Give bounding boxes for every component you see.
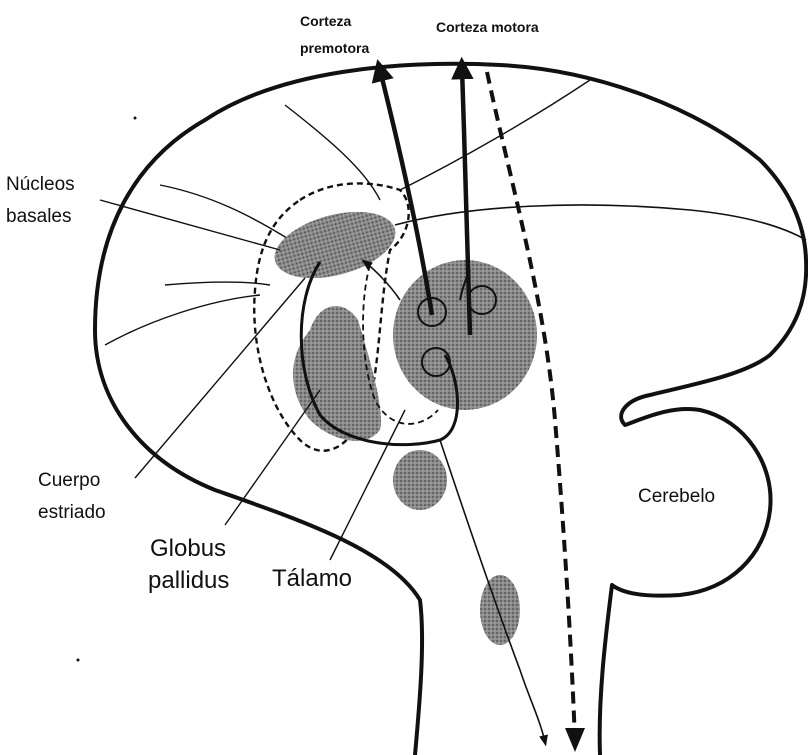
label-nucleos-basales-line1: Núcleos <box>6 174 75 195</box>
label-globus-pallidus-line2: pallidus <box>148 567 229 594</box>
brain-outline <box>95 64 806 755</box>
scan-speck-2 <box>77 659 80 662</box>
nucleos-leader-line <box>100 200 280 250</box>
label-corteza-premotora-line1: Corteza <box>300 13 352 29</box>
label-corteza-premotora-line2: premotora <box>300 40 369 56</box>
premotor-projection-arrow <box>380 70 432 315</box>
label-globus-pallidus-line1: Globus <box>150 535 226 562</box>
subthalamic-nucleus <box>393 450 447 510</box>
label-nucleos-basales-line2: basales <box>6 206 72 227</box>
label-cuerpo-estriado-line2: estriado <box>38 502 106 523</box>
corticospinal-arrowhead <box>565 728 585 752</box>
upper-arc-line <box>400 80 590 190</box>
caudate-nucleus <box>267 200 402 290</box>
thalamus-input-arrow <box>365 262 400 300</box>
label-cerebelo: Cerebelo <box>638 486 715 507</box>
corpus-callosum-line <box>395 205 806 240</box>
surface-line-4 <box>105 295 260 345</box>
label-corteza-motora: Corteza motora <box>436 19 539 35</box>
label-talamo: Tálamo <box>272 565 352 592</box>
label-cuerpo-estriado-line1: Cuerpo <box>38 470 100 491</box>
brainstem-nucleus <box>480 575 520 645</box>
surface-line-3 <box>165 282 270 285</box>
scan-speck-1 <box>134 117 137 120</box>
globus-leader-line <box>225 390 320 525</box>
